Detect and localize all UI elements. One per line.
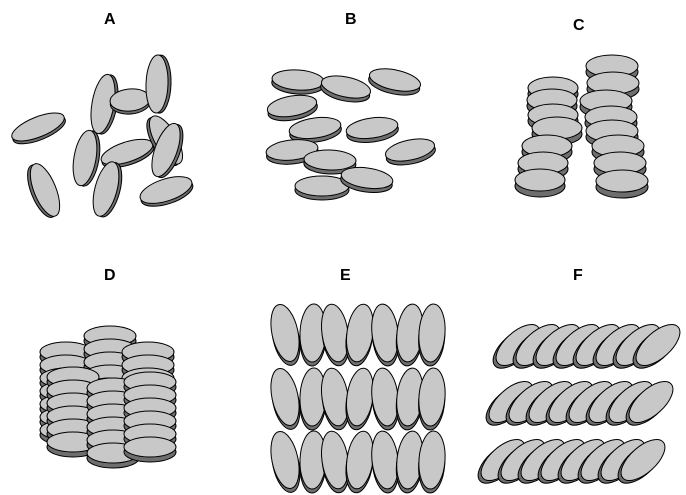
disc-panel-a-3	[145, 55, 172, 114]
disc-panel-b-1	[319, 72, 373, 106]
disc-panel-a-10	[137, 171, 196, 211]
disc-panel-a-0	[8, 107, 69, 149]
panel-c-discs	[515, 55, 648, 198]
disc-panel-b-2	[367, 65, 423, 99]
panel-label-a: A	[104, 11, 116, 28]
panel-a-discs	[8, 55, 196, 222]
disc-panel-d-38	[124, 437, 176, 462]
panel-e-discs	[266, 302, 447, 495]
panel-label-e: E	[340, 267, 351, 284]
panel-label-f: F	[573, 267, 583, 284]
disc-panel-a-5	[22, 160, 66, 221]
disc-panel-e-0	[266, 302, 304, 368]
disc-panel-b-0	[271, 68, 325, 96]
panel-f-discs	[471, 317, 686, 490]
disc-panel-e-7	[266, 366, 304, 432]
panel-label-d: D	[104, 267, 116, 284]
disc-panel-c-14	[596, 170, 648, 198]
panel-label-c: C	[573, 17, 585, 34]
disc-panel-b-8	[383, 135, 437, 169]
disc-panel-b-5	[345, 114, 400, 145]
disc-panel-c-6	[515, 169, 565, 197]
panel-b-discs	[265, 65, 437, 200]
panel-d-discs	[40, 326, 176, 468]
panel-label-b: B	[345, 11, 357, 28]
disc-panel-e-14	[266, 429, 304, 495]
